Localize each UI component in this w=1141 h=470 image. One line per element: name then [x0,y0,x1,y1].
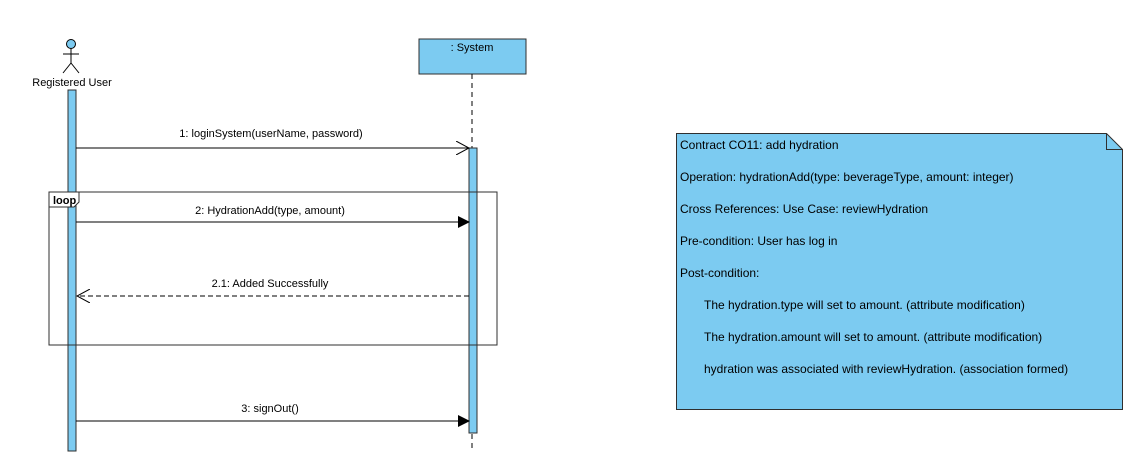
actor-icon [62,39,80,74]
postcondition-item: The hydration.amount will set to amount.… [704,330,1043,344]
contract-cross-references: Cross References: Use Case: reviewHydrat… [680,202,929,216]
message-3-label: 3: signOut() [241,403,298,415]
postcondition-item: hydration was associated with reviewHydr… [704,362,1069,376]
contract-note: Contract CO11: add hydration Operation: … [676,133,1123,410]
system-label: : System [451,42,494,54]
contract-operation: Operation: hydrationAdd(type: beverageTy… [680,170,1014,184]
message-2-label: 2: HydrationAdd(type, amount) [195,205,345,217]
actor-label: Registered User [32,77,112,89]
message-2-1-label: 2.1: Added Successfully [212,278,329,290]
contract-postcondition: Post-condition: [680,266,760,280]
message-1-label: 1: loginSystem(userName, password) [179,128,362,140]
loop-fragment-tab [48,191,80,208]
loop-fragment [48,191,498,346]
system-lifeline-box [418,38,527,75]
system-activation-bar [468,147,478,434]
contract-precondition: Pre-condition: User has log in [680,234,838,248]
loop-label: loop [53,195,76,207]
contract-title: Contract CO11: add hydration [680,138,839,152]
postcondition-item: The hydration.type will set to amount. (… [704,298,1025,312]
actor-activation-bar [67,89,77,452]
